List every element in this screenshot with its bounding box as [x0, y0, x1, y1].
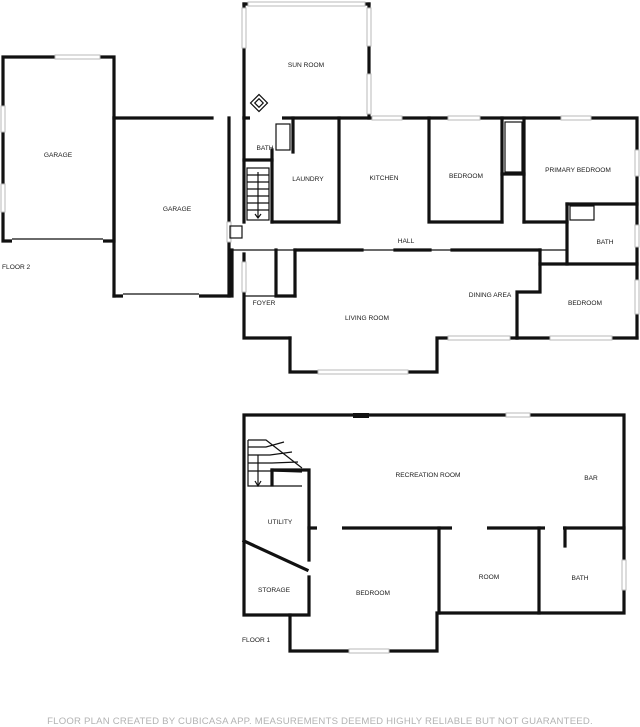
room-label-bath-primary: BATH [596, 239, 613, 246]
room-label-kitchen: KITCHEN [370, 175, 399, 182]
room-label-bath-small: BATH [256, 145, 273, 152]
floor-1-walls [241, 412, 627, 654]
sun-room-walls [241, 1, 372, 120]
room-label-laundry: LAUNDRY [292, 176, 324, 183]
stairs-floor-1 [247, 439, 303, 488]
room-label-garage-main: GARAGE [163, 206, 192, 213]
room-label-room: ROOM [479, 574, 500, 581]
room-label-dining-area: DINING AREA [469, 292, 512, 299]
room-label-bar: BAR [584, 475, 598, 482]
footer-disclaimer: FLOOR PLAN CREATED BY CUBICASA APP. MEAS… [47, 716, 593, 727]
garage-left-walls [0, 54, 116, 244]
floor-2-plan: SUN ROOM GARAGE GARAGE BATH LAUNDRY KITC… [0, 1, 640, 375]
garage-main-walls [112, 116, 232, 299]
main-house-walls [229, 115, 640, 375]
room-label-bedroom-2: BEDROOM [568, 300, 602, 307]
floor-2-label: FLOOR 2 [2, 264, 31, 271]
room-label-utility: UTILITY [268, 519, 293, 526]
floor-1-plan: RECREATION ROOM BAR UTILITY STORAGE BEDR… [241, 412, 627, 654]
room-label-bath: BATH [571, 575, 588, 582]
room-label-storage: STORAGE [258, 587, 291, 594]
room-label-living-room: LIVING ROOM [345, 315, 389, 322]
room-label-recreation-room: RECREATION ROOM [395, 472, 460, 479]
room-label-bedroom-1: BEDROOM [449, 173, 483, 180]
stairs-floor-2 [246, 167, 270, 221]
room-label-sun-room: SUN ROOM [288, 62, 324, 69]
room-label-garage-left: GARAGE [44, 152, 73, 159]
floor-1-label: FLOOR 1 [242, 637, 271, 644]
fireplace-symbol [249, 93, 269, 113]
room-label-bedroom: BEDROOM [356, 590, 390, 597]
room-label-foyer: FOYER [253, 300, 276, 307]
room-label-hall: HALL [398, 238, 415, 245]
room-label-primary-bedroom: PRIMARY BEDROOM [545, 167, 611, 174]
